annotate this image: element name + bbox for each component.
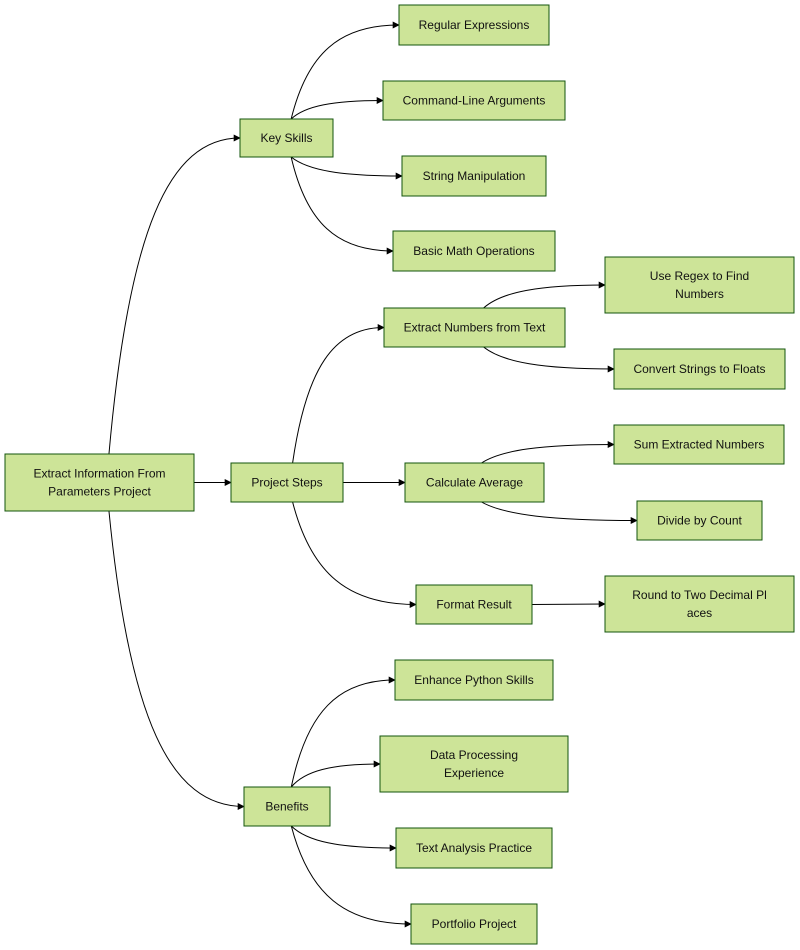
edge-key_skills-to-basic_math: [290, 156, 394, 255]
edge-project_steps-to-extract_numbers: [292, 324, 385, 464]
edge-key_skills-to-cli_args: [290, 97, 384, 120]
node-key-skills: Key Skills: [239, 118, 334, 158]
edge-root-to-key_skills: [108, 134, 241, 455]
node-box: [604, 256, 795, 314]
node-extract-numbers: Extract Numbers from Text: [383, 307, 566, 348]
node-benefits: Benefits: [243, 786, 331, 827]
node-label: Sum Extracted Numbers: [634, 438, 765, 452]
node-box: [415, 584, 533, 625]
edge-benefits-to-text_analysis: [290, 825, 397, 852]
node-string-manip: String Manipulation: [401, 155, 547, 197]
node-divide-count: Divide by Count: [636, 500, 763, 541]
node-project-steps: Project Steps: [230, 462, 344, 503]
node-label: Extract Numbers from Text: [404, 321, 546, 335]
node-box: [395, 827, 553, 869]
node-label: Text Analysis Practice: [416, 841, 532, 855]
node-box: [230, 462, 344, 503]
node-box: [243, 786, 331, 827]
node-label: Basic Math Operations: [413, 244, 534, 258]
edge-benefits-to-portfolio: [290, 825, 412, 928]
node-format-result: Format Result: [415, 584, 533, 625]
node-text-analysis: Text Analysis Practice: [395, 827, 553, 869]
edge-calc_average-to-divide_count: [481, 501, 638, 524]
edge-key_skills-to-regex: [290, 21, 400, 120]
node-box: [404, 462, 545, 503]
node-cli-args: Command-Line Arguments: [382, 80, 566, 121]
node-box: [239, 118, 334, 158]
edge-calc_average-to-sum_numbers: [481, 441, 615, 464]
node-box: [4, 453, 195, 512]
edge-benefits-to-enhance_python: [290, 676, 396, 788]
node-box: [382, 80, 566, 121]
node-label: Project Steps: [251, 476, 322, 490]
node-box: [379, 735, 569, 793]
node-calc-average: Calculate Average: [404, 462, 545, 503]
node-label: String Manipulation: [423, 169, 526, 183]
node-label: Calculate Average: [426, 476, 524, 490]
edge-root-to-benefits: [108, 510, 245, 810]
node-enhance-python: Enhance Python Skills: [394, 659, 554, 701]
node-box: [392, 230, 556, 272]
node-label: Regular Expressions: [419, 18, 530, 32]
node-label: Portfolio Project: [432, 917, 517, 931]
node-box: [401, 155, 547, 197]
node-label: Benefits: [265, 800, 308, 814]
node-label: Enhance Python Skills: [414, 673, 533, 687]
node-basic-math: Basic Math Operations: [392, 230, 556, 272]
node-box: [604, 575, 795, 633]
node-label: Command-Line Arguments: [403, 94, 546, 108]
node-convert-floats: Convert Strings to Floats: [613, 348, 786, 390]
node-box: [398, 4, 550, 46]
node-box: [383, 307, 566, 348]
node-box: [394, 659, 554, 701]
node-label: Key Skills: [260, 131, 312, 145]
node-label: Format Result: [436, 598, 512, 612]
node-box: [636, 500, 763, 541]
node-box: [613, 424, 785, 465]
edge-project_steps-to-format_result: [292, 501, 417, 608]
node-regex: Regular Expressions: [398, 4, 550, 46]
node-label: Divide by Count: [657, 514, 742, 528]
edge-key_skills-to-string_manip: [290, 156, 403, 180]
node-portfolio: Portfolio Project: [410, 903, 538, 945]
node-label: Convert Strings to Floats: [633, 362, 765, 376]
edge-benefits-to-data_processing: [290, 760, 381, 788]
edge-extract_numbers-to-use_regex: [483, 281, 606, 309]
edges-layer: [108, 21, 638, 928]
edge-extract_numbers-to-convert_floats: [483, 346, 615, 373]
edge-format_result-to-round_two: [531, 600, 606, 608]
node-box: [410, 903, 538, 945]
node-box: [613, 348, 786, 390]
node-sum-numbers: Sum Extracted Numbers: [613, 424, 785, 465]
